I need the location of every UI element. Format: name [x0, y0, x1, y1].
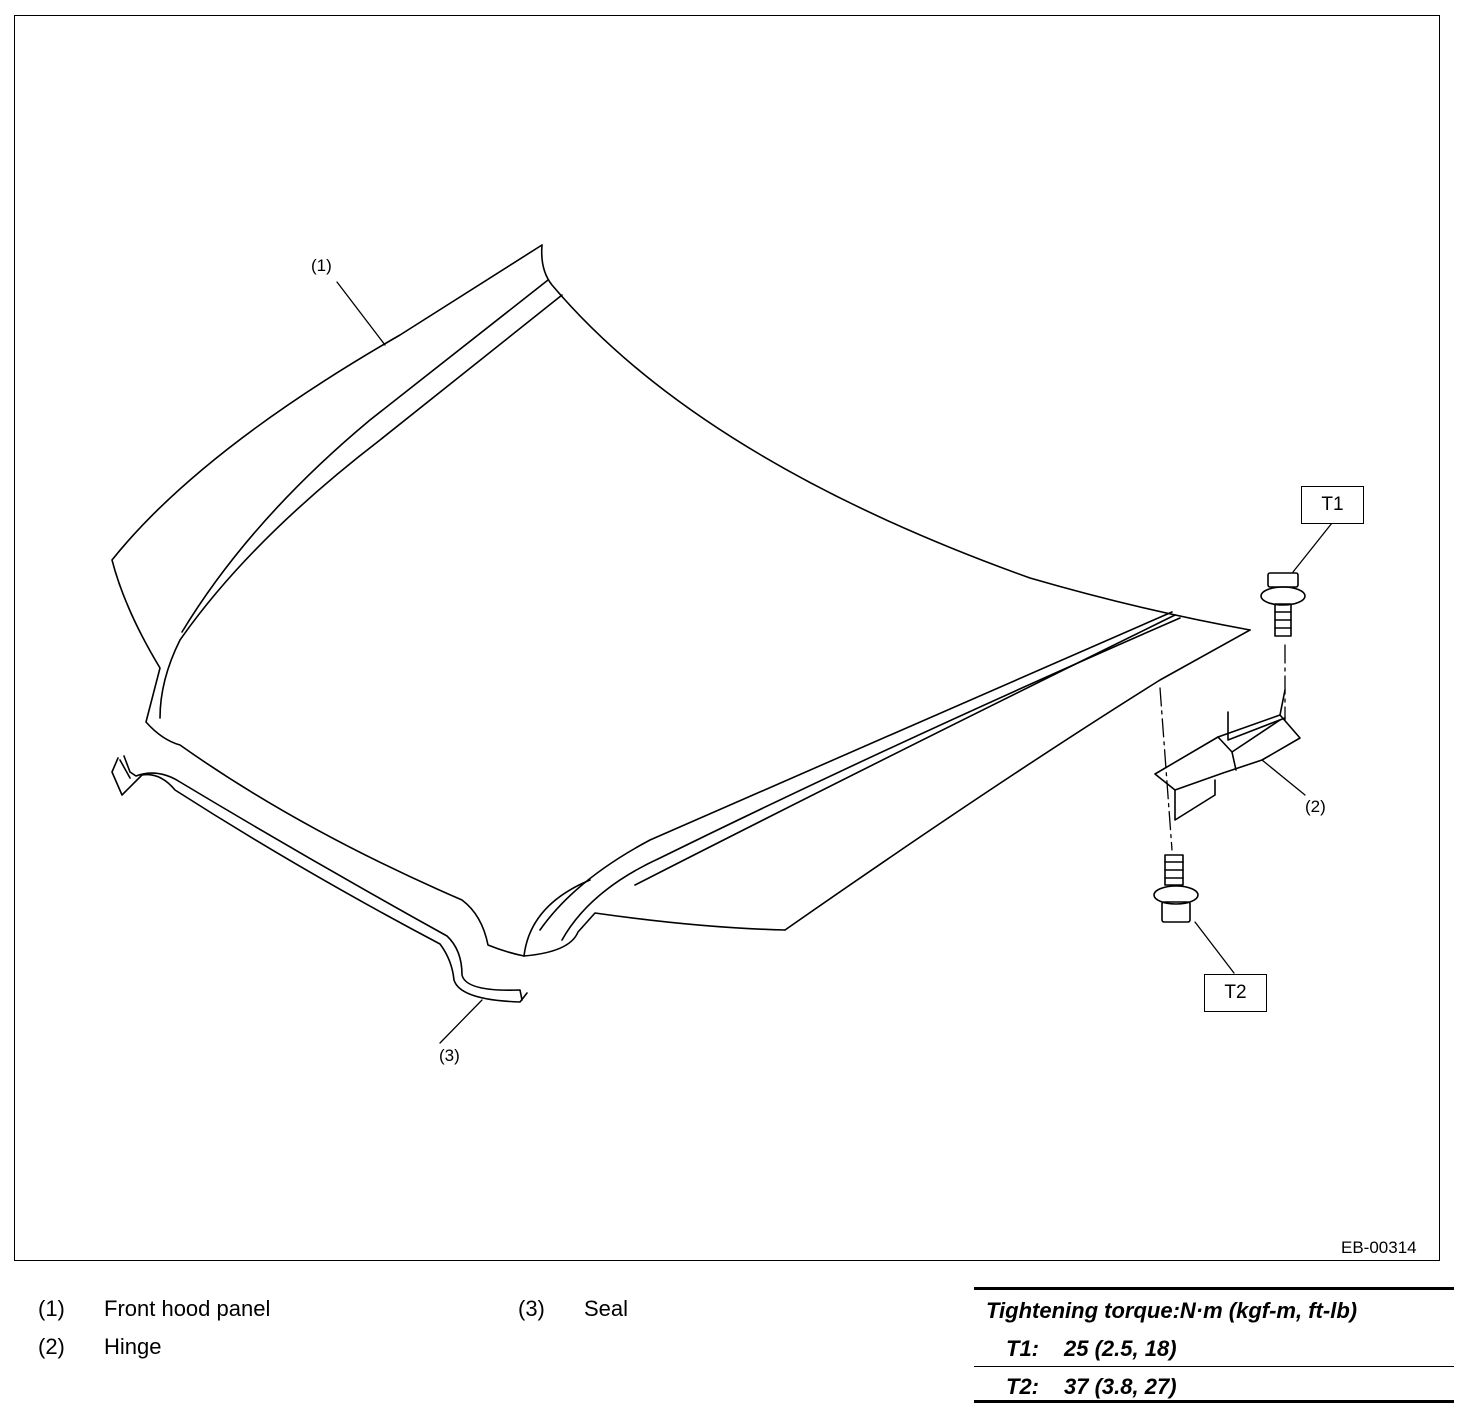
torque-table: Tightening torque:N·m (kgf-m, ft-lb) T1:… [974, 1287, 1454, 1403]
figure-id: EB-00314 [1341, 1238, 1417, 1257]
legend-number: (1) [38, 1296, 65, 1321]
front-hood-panel-drawing [111, 244, 1251, 957]
torque-label-t1: T1 [1301, 486, 1364, 524]
bolt-t1-drawing [1260, 572, 1306, 637]
torque-row-t2-key: T2: [1006, 1374, 1039, 1399]
legend-item-seal: (3) Seal [518, 1296, 628, 1322]
torque-table-divider [974, 1366, 1454, 1367]
callout-seal: (3) [439, 1046, 460, 1065]
hinge-drawing [1154, 689, 1301, 821]
legend-item-front-hood-panel: (1) Front hood panel [38, 1296, 270, 1322]
torque-row-t1-key: T1: [1006, 1336, 1039, 1361]
legend-label: Front hood panel [104, 1296, 271, 1321]
seal-drawing [111, 755, 528, 1003]
torque-label-t2: T2 [1204, 974, 1267, 1012]
callout-hinge: (2) [1305, 797, 1326, 816]
torque-table-header: Tightening torque:N·m (kgf-m, ft-lb) [986, 1298, 1358, 1323]
callout-front-hood-panel: (1) [311, 256, 332, 275]
torque-row-t2-value: 37 (3.8, 27) [1064, 1374, 1177, 1399]
legend-label: Seal [584, 1296, 629, 1321]
figure-frame [14, 15, 1440, 1261]
leader-lines [336, 281, 1333, 1044]
legend-item-hinge: (2) Hinge [38, 1334, 161, 1360]
legend-label: Hinge [104, 1334, 162, 1359]
bolt-t2-drawing [1153, 854, 1199, 923]
legend-number: (2) [38, 1334, 65, 1359]
alignment-lines [1159, 644, 1286, 851]
legend-number: (3) [518, 1296, 545, 1321]
torque-row-t1-value: 25 (2.5, 18) [1064, 1336, 1177, 1361]
